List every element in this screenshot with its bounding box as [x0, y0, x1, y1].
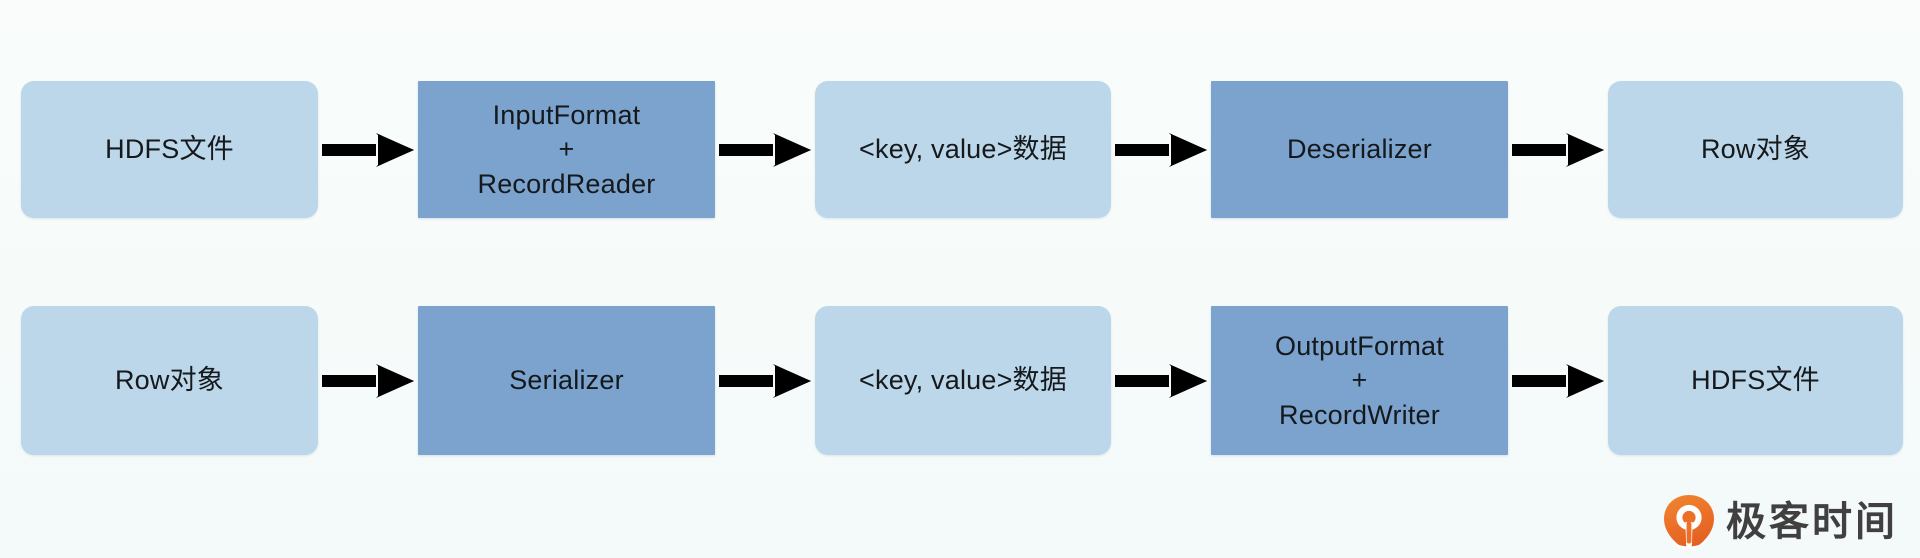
arrow-keyvalue-to-deserializer	[1111, 81, 1211, 218]
arrow-outputformat-to-hdfs	[1508, 306, 1608, 455]
node-hdfs-file-input[interactable]: HDFS文件	[21, 81, 318, 218]
node-deserializer[interactable]: Deserializer	[1211, 81, 1508, 218]
arrow-keyvalue-to-outputformat	[1111, 306, 1211, 455]
node-label: OutputFormat + RecordWriter	[1275, 331, 1444, 430]
arrow-row-object-to-serializer	[318, 306, 418, 455]
node-keyvalue-data-input[interactable]: <key, value>数据	[815, 81, 1111, 218]
node-outputformat-recordwriter[interactable]: OutputFormat + RecordWriter	[1211, 306, 1508, 455]
node-label: Serializer	[509, 364, 624, 395]
node-label: HDFS文件	[1691, 364, 1820, 395]
watermark: 极客时间	[1663, 494, 1898, 550]
arrow-inputformat-to-keyvalue	[715, 81, 815, 218]
arrow-deserializer-to-row-object	[1508, 81, 1608, 218]
node-label: <key, value>数据	[859, 133, 1067, 164]
node-inputformat-recordreader[interactable]: InputFormat + RecordReader	[418, 81, 715, 218]
flow-row-input-path: HDFS文件 InputFormat + RecordReader <key, …	[21, 81, 1903, 218]
node-row-object-input[interactable]: Row对象	[21, 306, 318, 455]
node-label: Row对象	[1700, 133, 1810, 164]
node-label: InputFormat + RecordReader	[477, 100, 656, 199]
arrow-hdfs-to-inputformat	[318, 81, 418, 218]
node-keyvalue-data-output[interactable]: <key, value>数据	[815, 306, 1111, 455]
node-serializer[interactable]: Serializer	[418, 306, 715, 455]
node-row-object-output[interactable]: Row对象	[1608, 81, 1903, 218]
node-label: Row对象	[114, 364, 224, 395]
geektime-pin-logo	[1664, 495, 1714, 550]
node-label: HDFS文件	[105, 133, 234, 164]
node-label: <key, value>数据	[859, 364, 1067, 395]
flow-row-output-path: Row对象 Serializer <key, value>数据	[21, 306, 1903, 455]
node-hdfs-file-output[interactable]: HDFS文件	[1608, 306, 1903, 455]
watermark-text: 极客时间	[1726, 499, 1898, 545]
node-label: Deserializer	[1287, 133, 1432, 164]
arrow-serializer-to-keyvalue	[715, 306, 815, 455]
